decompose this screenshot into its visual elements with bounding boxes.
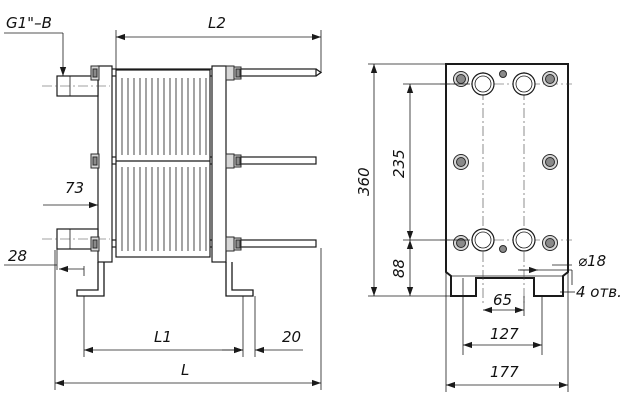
nuts (90, 65, 242, 252)
dim-l2: L2 (115, 14, 322, 72)
dim-235-label: 235 (390, 149, 408, 178)
front-view-dimensions: 360 235 88 65 127 (355, 63, 622, 392)
front-view (440, 63, 572, 305)
dim-73: 73 (43, 179, 98, 209)
dim-28-label: 28 (8, 247, 27, 265)
dim-88: 88 (390, 240, 414, 296)
pressure-plate (211, 65, 227, 263)
dim-l2-label: L2 (208, 14, 226, 32)
mounting-hole-callout: ⌀18 4 отв. (518, 252, 622, 301)
dim-127: 127 (462, 278, 543, 355)
dim-20-label: 20 (282, 328, 301, 346)
dim-127-label: 127 (490, 325, 519, 343)
plate-pack (115, 69, 211, 258)
dim-l1: L1 (83, 296, 244, 357)
front-bolts (453, 71, 558, 251)
dim-235: 235 (390, 83, 470, 241)
hole-diameter-label: ⌀18 (578, 252, 606, 270)
dim-l-label: L (181, 361, 189, 379)
nozzles (42, 75, 110, 250)
dim-20: 20 (222, 296, 303, 357)
dim-88-label: 88 (390, 259, 408, 278)
dim-360: 360 (355, 63, 451, 297)
support-feet (76, 262, 254, 297)
dim-65-label: 65 (493, 291, 512, 309)
dim-28: 28 (4, 247, 85, 276)
dim-360-label: 360 (355, 167, 373, 196)
dim-177: 177 (445, 272, 569, 392)
ports (471, 72, 536, 252)
dim-l1-label: L1 (154, 328, 172, 346)
dim-73-label: 73 (65, 179, 84, 197)
side-view (42, 65, 323, 297)
side-view-dimensions: G1"–B L2 73 28 L1 (4, 14, 322, 390)
dim-l: L (54, 248, 322, 390)
fixed-frame-plate (97, 65, 113, 263)
front-plate-outline (445, 63, 569, 297)
dim-65: 65 (483, 291, 525, 316)
dim-177-label: 177 (490, 363, 519, 381)
hole-count-label: 4 отв. (576, 283, 622, 301)
connection-callout: G1"–B (4, 14, 67, 76)
connection-label: G1"–B (6, 14, 52, 32)
